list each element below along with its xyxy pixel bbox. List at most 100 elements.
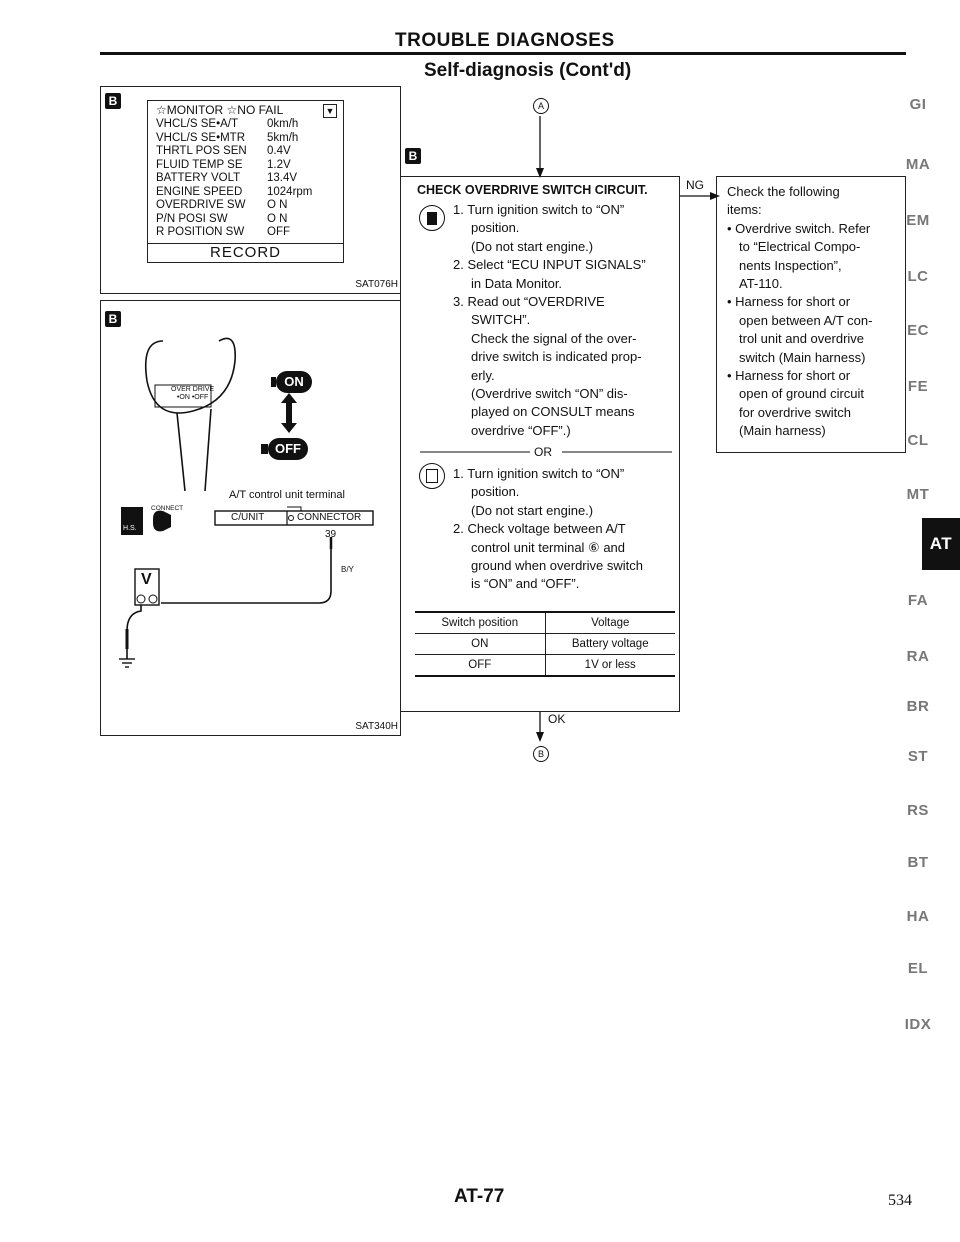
off-pointer xyxy=(261,444,268,454)
figure-code: SAT340H xyxy=(355,721,398,732)
table-cell: Battery voltage xyxy=(545,633,675,655)
table-cell: ON xyxy=(415,633,546,655)
monitor-row-label: VHCL/S SE•MTR xyxy=(156,131,246,144)
table-row: ON Battery voltage xyxy=(415,633,675,655)
ng-line: trol unit and overdrive xyxy=(739,331,865,347)
signal-wire xyxy=(161,545,332,604)
wiring-panel: B OVER DRIVE •ON •OFF ON OFF xyxy=(100,300,401,736)
ng-line: to “Electrical Compo- xyxy=(739,239,861,255)
connector-key xyxy=(287,506,302,511)
section-mark: B xyxy=(105,311,121,327)
check-box: CHECK OVERDRIVE SWITCH CIRCUIT. 1. Turn … xyxy=(400,176,680,712)
flow-marker-a: A xyxy=(533,98,549,114)
monitor-row-label: FLUID TEMP SE xyxy=(156,158,243,171)
page-code: AT-77 xyxy=(454,1186,505,1207)
step-line: SWITCH”. xyxy=(471,312,531,328)
ng-box: Check the following items: • Overdrive swi… xyxy=(716,176,906,453)
step-line: position. xyxy=(471,220,520,236)
cunit-label: C/UNIT xyxy=(231,512,265,523)
monitor-row: P/N POSI SW O N xyxy=(156,213,337,227)
flow-marker-b: B xyxy=(533,746,549,762)
table-cell: 1V or less xyxy=(584,659,636,671)
monitor-row: R POSITION SW OFF xyxy=(156,226,337,240)
shift-lever xyxy=(176,408,212,492)
section-tab-idx[interactable]: IDX xyxy=(904,1016,932,1033)
step-line: played on CONSULT means xyxy=(471,404,635,420)
monitor-row-value: 1.2V xyxy=(267,158,291,171)
ng-line: Check the following xyxy=(727,184,840,199)
step-line: (Do not start engine.) xyxy=(471,238,594,254)
step-line: 1. Turn ignition switch to “ON” xyxy=(453,202,625,217)
step-line: 2. Check voltage between A/T xyxy=(453,521,626,537)
step-line: 2. Select “ECU INPUT SIGNALS” xyxy=(453,257,646,273)
figure-code: SAT076H xyxy=(355,279,398,290)
monitor-row: BATTERY VOLT 13.4V xyxy=(156,172,337,186)
harness-icon xyxy=(121,507,143,535)
ng-line: for overdrive switch xyxy=(739,404,851,420)
section-tab-bt[interactable]: BT xyxy=(907,854,929,871)
steps-a: 1. Turn ignition switch to “ON” position.… xyxy=(453,201,673,440)
overdrive-switch xyxy=(154,384,212,408)
ng-line: AT-110. xyxy=(739,276,783,292)
section-tab-lc[interactable]: LC xyxy=(907,268,929,285)
step-line: erly. xyxy=(471,367,495,383)
ng-line: • Harness for short or xyxy=(727,294,851,310)
ok-label: OK xyxy=(548,712,566,726)
monitor-row-label: VHCL/S SE•A/T xyxy=(156,118,238,130)
connector-pin xyxy=(288,515,294,521)
page-title: TROUBLE DIAGNOSES xyxy=(395,30,615,51)
step-line: 3. Read out “OVERDRIVE xyxy=(453,294,605,310)
section-tab-ha[interactable]: HA xyxy=(906,908,930,925)
hs-label: H.S. xyxy=(123,525,137,532)
section-tab-ec[interactable]: EC xyxy=(907,322,929,339)
ng-line: open between A/T con- xyxy=(739,312,873,328)
monitor-row-value: O N xyxy=(267,212,288,225)
monitor-row-label: THRTL POS SEN xyxy=(156,145,247,157)
section-tab-gi[interactable]: GI xyxy=(909,96,927,113)
monitor-row-value: 1024rpm xyxy=(267,185,313,198)
monitor-row-label: BATTERY VOLT xyxy=(156,172,241,184)
ng-line: nents Inspection”, xyxy=(739,257,842,273)
section-tab-el[interactable]: EL xyxy=(907,960,929,977)
connector-icon xyxy=(153,510,171,532)
wiring-diagram xyxy=(119,337,374,668)
section-tab-br[interactable]: BR xyxy=(906,698,930,715)
print-icon: ▼ xyxy=(323,103,337,118)
section-tab-ra[interactable]: RA xyxy=(906,648,930,665)
record-button[interactable]: RECORD xyxy=(147,243,344,263)
section-tab-fe[interactable]: FE xyxy=(907,378,929,395)
section-tab-mt[interactable]: MT xyxy=(906,486,930,503)
monitor-row-value: 13.4V xyxy=(267,172,298,184)
monitor-row-label: P/N POSI SW xyxy=(156,212,228,225)
check-heading: CHECK OVERDRIVE SWITCH CIRCUIT. xyxy=(417,183,648,197)
step-line: 1. Turn ignition switch to “ON” xyxy=(453,466,625,481)
voltmeter-icon xyxy=(419,463,445,489)
on-badge: ON xyxy=(276,371,312,393)
ng-line: items: xyxy=(727,202,762,218)
table-header-row: Switch position Voltage xyxy=(415,613,675,634)
monitor-header: ☆MONITOR ☆NO FAIL xyxy=(156,103,284,117)
section-tab-ma[interactable]: MA xyxy=(905,156,931,173)
section-tab-at[interactable]: AT xyxy=(922,518,960,570)
title-rule xyxy=(100,52,906,55)
knob-label: OVER DRIVE •ON •OFF xyxy=(171,386,215,401)
or-label: OR xyxy=(534,445,552,459)
monitor-row-label: R POSITION SW xyxy=(156,226,245,238)
section-tab-st[interactable]: ST xyxy=(907,748,929,765)
pin-label: 39 xyxy=(325,529,337,540)
page-subtitle: Self-diagnosis (Cont'd) xyxy=(424,60,632,81)
step-line: is “ON” and “OFF”. xyxy=(471,576,580,592)
monitor-row-value: OFF xyxy=(267,226,290,238)
section-tab-rs[interactable]: RS xyxy=(907,802,929,819)
ng-label: NG xyxy=(686,178,704,192)
step-line: drive switch is indicated prop- xyxy=(471,349,642,365)
section-tab-fa[interactable]: FA xyxy=(907,592,929,609)
meter-label: V xyxy=(141,571,152,588)
section-tab-em[interactable]: EM xyxy=(906,212,930,229)
section-tab-cl[interactable]: CL xyxy=(907,432,929,449)
ng-line: • Overdrive switch. Refer xyxy=(727,220,871,236)
